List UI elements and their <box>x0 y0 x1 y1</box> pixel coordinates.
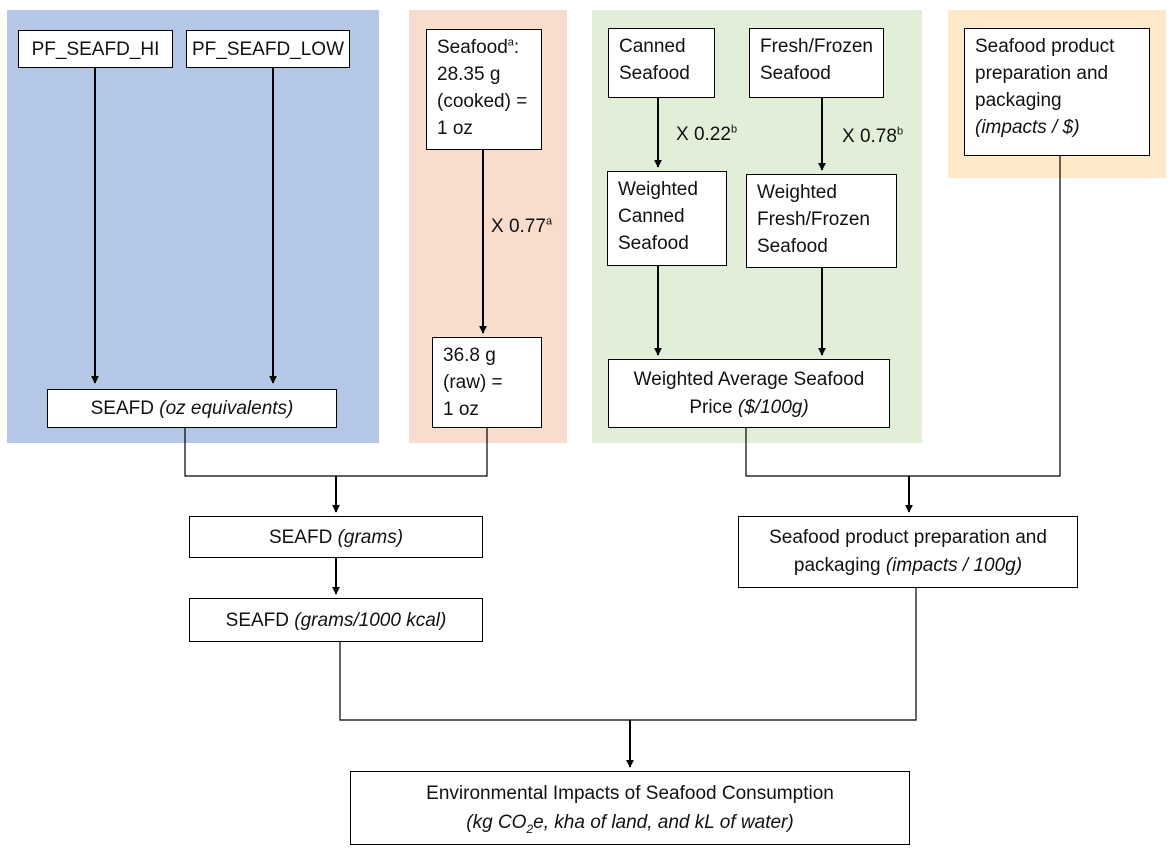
factor-078-label: X 0.78b <box>842 125 904 147</box>
fresh-frozen-line2: Seafood <box>760 63 831 84</box>
seafood-cooked-line1: Seafooda: <box>437 36 520 58</box>
weighted-fresh-box: Weighted Fresh/Frozen Seafood <box>746 174 897 268</box>
prep-100g-line2: packaging (impacts / 100g) <box>793 555 1023 576</box>
seafood-cooked-box: Seafooda: 28.35 g (cooked) = 1 oz <box>426 29 542 150</box>
environmental-impacts-box: Environmental Impacts of Seafood Consump… <box>350 771 910 845</box>
merge-line-bottom <box>339 588 917 721</box>
prep-dollars-line4: (impacts / $) <box>975 117 1080 138</box>
seafd-grams-kcal-label: SEAFD (grams/1000 kcal) <box>225 609 447 631</box>
fresh-frozen-line1: Fresh/Frozen <box>760 36 873 57</box>
panel-food-pattern-source <box>7 10 379 443</box>
pf-seafd-hi-box: PF_SEAFD_HI <box>18 30 173 68</box>
weighted-fresh-line2: Fresh/Frozen <box>757 209 870 230</box>
weighted-canned-line3: Seafood <box>618 233 689 254</box>
canned-line1: Canned <box>619 36 686 57</box>
prep-impacts-dollars-box: Seafood product preparation and packagin… <box>964 28 1150 156</box>
env-impacts-line1: Environmental Impacts of Seafood Consump… <box>426 783 834 804</box>
weighted-average-price-box: Weighted Average Seafood Price ($/100g) <box>608 359 890 428</box>
weighted-avg-line1: Weighted Average Seafood <box>633 368 865 390</box>
factor-022-label: X 0.22b <box>676 123 738 145</box>
seafd-grams-label: SEAFD (grams) <box>268 526 404 548</box>
fresh-frozen-seafood-box: Fresh/Frozen Seafood <box>749 28 884 98</box>
prep-dollars-line3: packaging <box>975 90 1062 111</box>
env-impacts-line2: (kg CO2e, kha of land, and kL of water) <box>466 812 794 836</box>
weighted-canned-line2: Canned <box>618 206 685 227</box>
seafood-cooked-line4: 1 oz <box>437 118 473 139</box>
prep-100g-line1: Seafood product preparation and <box>769 527 1047 548</box>
raw-line3: 1 oz <box>443 399 479 420</box>
weighted-canned-box: Weighted Canned Seafood <box>607 171 727 266</box>
factor-077-label: X 0.77a <box>491 215 553 237</box>
weighted-avg-line2: Price ($/100g) <box>689 396 809 418</box>
pf-seafd-low-label: PF_SEAFD_LOW <box>191 38 345 60</box>
prep-impacts-100g-box: Seafood product preparation and packagin… <box>738 516 1078 588</box>
raw-box: 36.8 g (raw) = 1 oz <box>432 337 542 428</box>
seafd-oz-label: SEAFD (oz equivalents) <box>90 398 294 419</box>
merge-line-left <box>184 428 488 477</box>
seafd-oz-box: SEAFD (oz equivalents) <box>47 389 337 428</box>
merge-line-right <box>745 156 1061 477</box>
seafood-cooked-line2: 28.35 g <box>437 64 501 85</box>
raw-line1: 36.8 g <box>443 345 496 366</box>
seafd-grams-box: SEAFD (grams) <box>189 516 483 558</box>
prep-dollars-line2: preparation and <box>975 63 1109 84</box>
weighted-fresh-line1: Weighted <box>757 182 837 203</box>
canned-line2: Seafood <box>619 63 690 84</box>
seafood-cooked-line3: (cooked) = <box>437 91 528 112</box>
seafd-grams-kcal-box: SEAFD (grams/1000 kcal) <box>189 598 483 642</box>
prep-dollars-line1: Seafood product <box>975 36 1115 57</box>
canned-seafood-box: Canned Seafood <box>608 28 715 98</box>
weighted-canned-line1: Weighted <box>618 179 698 200</box>
pf-seafd-low-box: PF_SEAFD_LOW <box>186 30 350 68</box>
weighted-fresh-line3: Seafood <box>757 236 828 257</box>
raw-line2: (raw) = <box>443 372 503 393</box>
pf-seafd-hi-label: PF_SEAFD_HI <box>31 38 160 60</box>
